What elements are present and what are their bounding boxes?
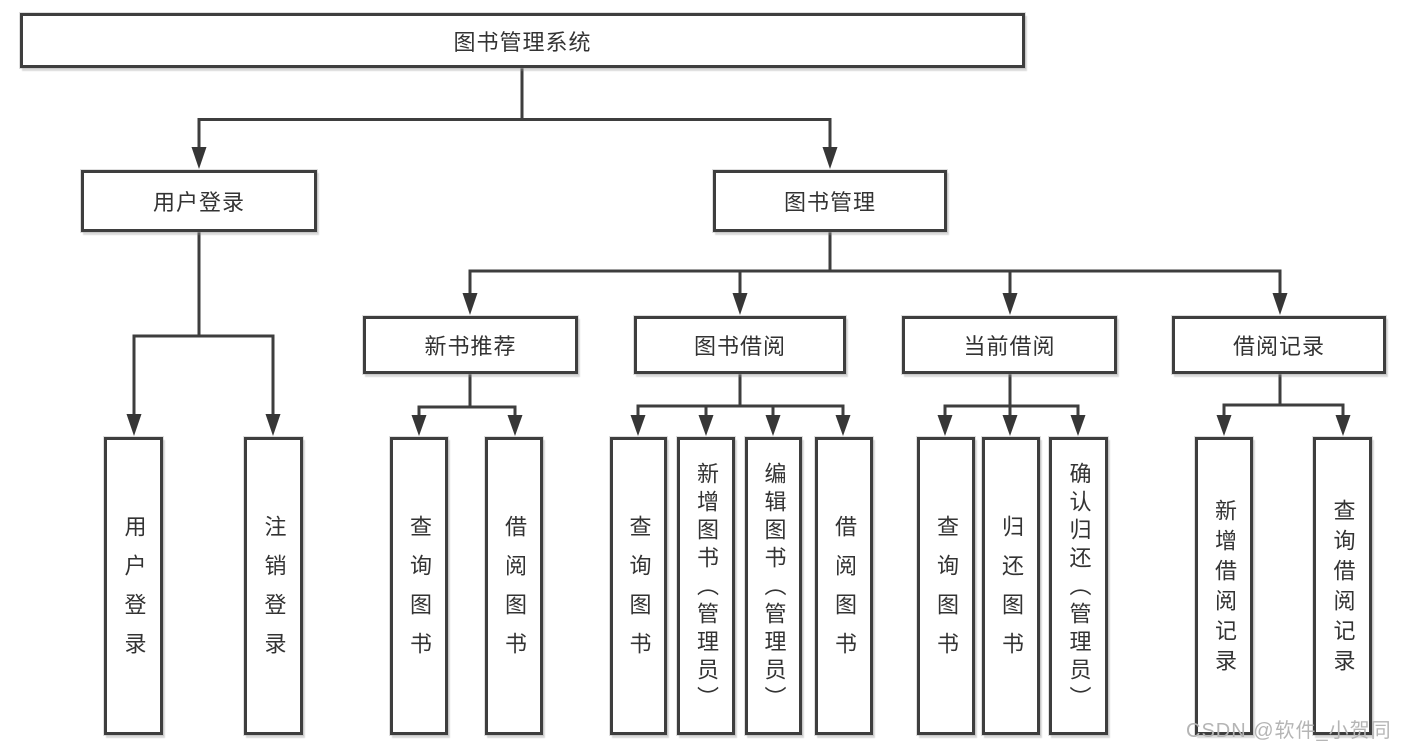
leaf-label: 编辑图书（管理员） — [761, 462, 787, 714]
arrowhead-down-icon — [191, 147, 207, 169]
leaf-label: 新增借阅记录 — [1212, 499, 1237, 679]
arrowhead-down-icon — [822, 147, 838, 169]
arrowhead-down-icon — [1335, 415, 1351, 436]
arrowhead-down-icon — [732, 293, 748, 315]
arrowhead-down-icon — [698, 415, 714, 436]
leaf-label: 确认归还（管理员） — [1066, 462, 1092, 714]
leaf-add-borrow-record: 新增借阅记录 — [1195, 437, 1253, 735]
arrowhead-down-icon — [1070, 415, 1086, 436]
node-book-borrow-label: 图书借阅 — [693, 334, 786, 359]
leaf-borrow-books-newrec: 借阅图书 — [485, 437, 543, 735]
leaf-label: 查询借阅记录 — [1330, 499, 1356, 679]
leaf-user-login: 用户登录 — [104, 437, 163, 735]
leaf-query-borrow-record: 查询借阅记录 — [1313, 437, 1372, 735]
leaf-label: 查询图书 — [626, 515, 652, 671]
node-user-login: 用户登录 — [81, 170, 317, 232]
leaf-edit-books-admin: 编辑图书（管理员） — [745, 437, 802, 735]
leaf-label: 查询图书 — [407, 515, 432, 671]
node-book-borrow: 图书借阅 — [634, 316, 846, 374]
node-new-book-recommend: 新书推荐 — [363, 316, 578, 374]
arrowhead-down-icon — [1002, 415, 1018, 436]
node-borrow-records-label: 借阅记录 — [1232, 334, 1325, 359]
node-root-label: 图书管理系统 — [453, 29, 592, 55]
leaf-label: 查询图书 — [934, 515, 959, 671]
leaf-query-books-borrow: 查询图书 — [610, 437, 667, 735]
arrowhead-down-icon — [835, 415, 851, 436]
arrowhead-down-icon — [462, 293, 478, 315]
leaf-label: 归还图书 — [999, 515, 1024, 671]
watermark: CSDN @软件_小贺同学 — [1186, 720, 1392, 742]
leaf-label: 新增图书（管理员） — [694, 462, 719, 714]
leaf-borrow-books-borrow: 借阅图书 — [815, 437, 873, 735]
node-root: 图书管理系统 — [20, 13, 1025, 68]
leaf-query-books-current: 查询图书 — [917, 437, 975, 735]
leaf-label: 借阅图书 — [502, 515, 527, 671]
arrowhead-down-icon — [630, 415, 646, 436]
leaf-logout: 注销登录 — [244, 437, 303, 735]
arrowhead-down-icon — [126, 414, 142, 436]
node-current-borrow: 当前借阅 — [902, 316, 1117, 374]
leaf-add-books-admin: 新增图书（管理员） — [677, 437, 735, 735]
arrowhead-down-icon — [1002, 293, 1018, 315]
node-current-borrow-label: 当前借阅 — [963, 334, 1056, 359]
node-book-management-label: 图书管理 — [783, 190, 876, 215]
leaf-label: 用户登录 — [121, 515, 147, 671]
arrowhead-down-icon — [1272, 293, 1288, 315]
arrowhead-down-icon — [1216, 415, 1232, 436]
node-user-login-label: 用户登录 — [152, 190, 245, 215]
arrowhead-down-icon — [265, 414, 281, 436]
node-new-book-recommend-label: 新书推荐 — [424, 334, 517, 359]
arrowhead-down-icon — [507, 415, 523, 436]
leaf-query-books-newrec: 查询图书 — [390, 437, 448, 735]
node-borrow-records: 借阅记录 — [1172, 316, 1386, 374]
arrowhead-down-icon — [765, 415, 781, 436]
leaf-confirm-return-admin: 确认归还（管理员） — [1049, 437, 1108, 735]
arrowhead-down-icon — [411, 415, 427, 436]
node-book-management: 图书管理 — [713, 170, 947, 232]
leaf-label: 注销登录 — [261, 515, 287, 671]
leaf-return-books: 归还图书 — [982, 437, 1040, 735]
arrowhead-down-icon — [937, 415, 953, 436]
leaf-label: 借阅图书 — [832, 515, 857, 671]
